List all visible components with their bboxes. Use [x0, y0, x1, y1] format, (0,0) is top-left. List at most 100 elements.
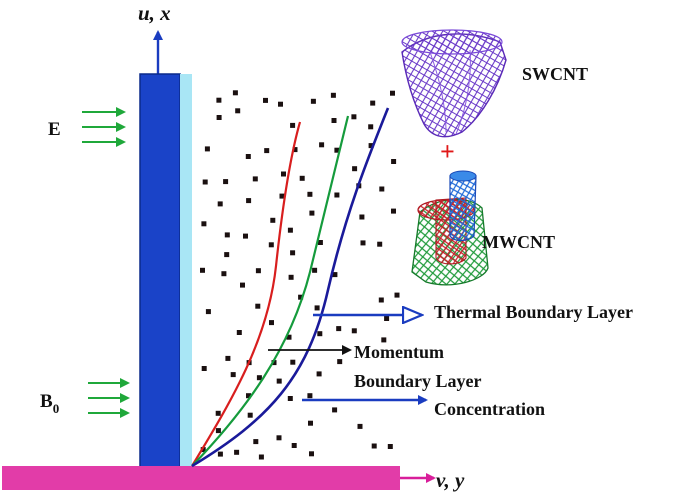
nanoparticle-dot: [224, 232, 230, 238]
plate-fluid-film: [180, 74, 192, 468]
nanoparticle-dot: [263, 97, 268, 103]
nanoparticle-dot: [216, 115, 222, 120]
nanoparticle-dot: [245, 154, 251, 159]
nanoparticle-dot: [205, 309, 211, 315]
nanoparticle-dot: [240, 282, 245, 288]
momentum-label-line1: Momentum: [354, 342, 444, 362]
nanoparticle-dot: [255, 303, 261, 309]
mwcnt-label: MWCNT: [482, 232, 555, 252]
magnetic-field-label: B0: [40, 391, 59, 416]
nanoparticle-dot: [352, 166, 358, 172]
nanoparticle-dot: [317, 240, 323, 245]
nanoparticle-dot: [276, 435, 282, 441]
nanoparticle-dot: [314, 305, 320, 311]
nanoparticle-dot: [360, 240, 366, 246]
nanoparticle-dot: [234, 449, 240, 455]
nanoparticle-dot: [271, 360, 277, 366]
nanoparticle-dot: [307, 393, 313, 399]
nanoparticle-dot: [288, 274, 294, 280]
nanoparticle-dot: [264, 148, 270, 154]
nanoparticle-dot: [279, 193, 285, 199]
nanoparticle-dot: [291, 443, 297, 448]
nanoparticle-dot: [230, 372, 236, 378]
nanoparticle-dot: [287, 227, 293, 233]
momentum-label-line2: Boundary Layer: [354, 371, 482, 391]
nanoparticle-dot: [253, 439, 259, 445]
nanoparticle-dot: [309, 210, 315, 216]
nanoparticle-dot: [368, 143, 374, 149]
nanoparticle-dot: [216, 97, 222, 103]
nanoparticle-dot: [236, 330, 242, 335]
nanoparticle-dot: [255, 268, 261, 274]
nanoparticle-dot: [204, 146, 210, 152]
nanoparticle-dot: [286, 334, 292, 340]
nanoparticle-dot: [298, 294, 304, 300]
nanoparticle-dot: [287, 396, 293, 401]
nanoparticle-dot: [299, 175, 305, 181]
mwcnt-nanotube-icon: [411, 170, 489, 286]
nanoparticle-dot: [224, 252, 230, 258]
thermal-curve: [191, 107, 390, 468]
nanoparticle-dot: [359, 214, 365, 220]
nanoparticle-dot: [243, 233, 248, 239]
nanoparticle-dot: [246, 198, 252, 204]
nanoparticle-dot: [307, 191, 313, 197]
nanoparticle-dot: [235, 108, 241, 114]
nanoparticle-dot: [384, 316, 390, 321]
concentration-label: Concentration: [434, 399, 545, 419]
nanoparticle-dot: [370, 100, 376, 106]
nanoparticle-dot: [201, 366, 207, 371]
nanoparticle-dot: [319, 142, 325, 148]
nanoparticle-dot: [217, 201, 223, 207]
nanoparticle-dots: [200, 90, 400, 460]
x-axis-label: v, y: [436, 468, 465, 492]
nanoparticle-dot: [246, 393, 251, 399]
nanoparticle-dot: [232, 90, 238, 96]
nanoparticle-dot: [200, 267, 205, 273]
nanoparticle-dot: [290, 250, 296, 256]
nanoparticle-dot: [310, 98, 316, 104]
nanoparticle-dot: [252, 176, 258, 182]
nanoparticle-dot: [391, 159, 397, 164]
vertical-plate: [139, 73, 181, 469]
nanoparticle-dot: [334, 192, 340, 198]
nanoparticle-dot: [351, 328, 357, 334]
momentum-curve: [191, 121, 302, 467]
magnetic-field-arrows: [88, 378, 130, 418]
nanoparticle-dot: [200, 447, 206, 453]
nanoparticle-dot: [309, 451, 314, 457]
nanoparticle-dot: [337, 359, 343, 365]
nanoparticle-dot: [371, 443, 377, 449]
nanoparticle-dot: [225, 355, 231, 361]
nanoparticle-dot: [332, 272, 338, 278]
base-surface: [2, 466, 400, 490]
nanoparticle-dot: [387, 444, 393, 449]
nanoparticle-dot: [290, 122, 296, 128]
nanoparticle-dot: [332, 407, 338, 413]
nanoparticle-dot: [394, 292, 400, 298]
swcnt-nanotube-icon: [401, 29, 507, 138]
nanoparticle-dot: [334, 147, 340, 153]
y-axis-label: u, x: [138, 1, 171, 25]
swcnt-label: SWCNT: [522, 64, 588, 84]
nanoparticle-dot: [270, 217, 276, 223]
nanoparticle-dot: [276, 378, 282, 384]
nanoparticle-dot: [368, 124, 374, 130]
nanoparticle-dot: [221, 271, 227, 277]
nanoparticle-dot: [379, 186, 385, 192]
nanoparticle-dot: [217, 451, 223, 457]
nanoparticle-dot: [281, 171, 286, 177]
nanoparticle-dot: [308, 420, 313, 426]
nanoparticle-dot: [247, 412, 253, 418]
nanoparticle-dot: [391, 208, 396, 214]
nanoparticle-dot: [215, 410, 221, 416]
nanoparticle-dot: [317, 331, 323, 337]
plus-sign: +: [440, 137, 455, 166]
nanoparticle-dot: [330, 92, 336, 98]
nanoparticle-dot: [268, 242, 274, 248]
nanoparticle-dot: [316, 371, 322, 377]
electric-field-label: E: [48, 119, 61, 140]
nanoparticle-dot: [357, 423, 363, 429]
